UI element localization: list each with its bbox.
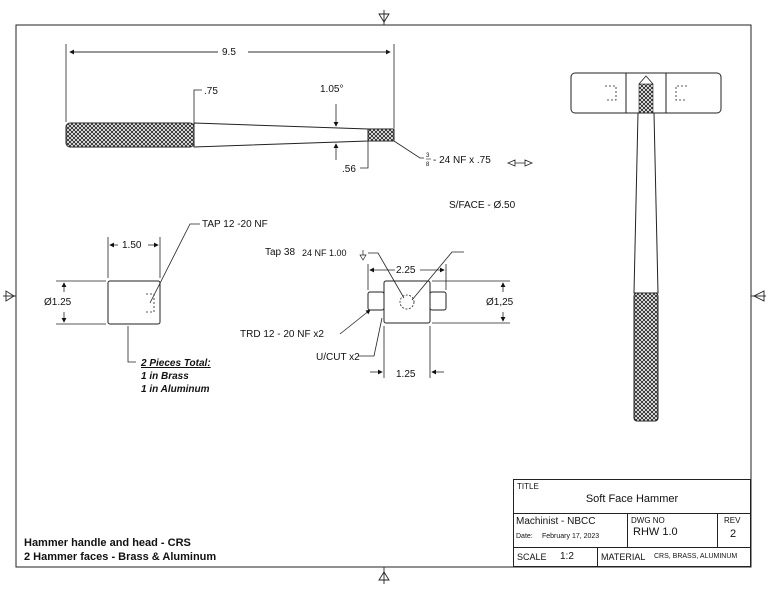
scale: 1:2	[560, 551, 574, 562]
handle-knurl-dim: .75	[204, 86, 218, 97]
note-line1: Hammer handle and head - CRS	[24, 537, 191, 549]
head-width-dim: 1.25	[396, 369, 416, 380]
general-notes: Hammer handle and head - CRS 2 Hammer fa…	[24, 536, 216, 564]
handle-tip-dim: .56	[342, 164, 356, 175]
thread-frac-den: 8	[426, 162, 430, 168]
date: February 17, 2023	[542, 533, 600, 540]
face-body	[107, 280, 161, 325]
handle-length-dim: 9.5	[222, 47, 236, 58]
assembly-knurl	[633, 292, 659, 422]
handle-thread-callout: - 24 NF x .75	[433, 155, 491, 166]
head-undercut-note: U/CUT x2	[316, 352, 360, 363]
rev: 2	[730, 528, 737, 540]
pieces-line2: 1 in Aluminum	[141, 384, 210, 395]
assembly-view	[570, 72, 722, 422]
thread-frac-num: 3	[426, 153, 430, 159]
projection-symbol	[506, 159, 534, 167]
head-stub-right	[429, 291, 447, 311]
note-line2: 2 Hammer faces - Brass & Aluminum	[24, 551, 217, 563]
face-view: TAP 12 -20 NF 1.50 Ø1.25 2 Pieces Total:…	[44, 219, 268, 395]
title-label: TITLE	[517, 482, 539, 491]
scale-label: SCALE	[517, 552, 547, 562]
handle-view: 9.5 .75 1.05° .56 3 8 - 24 NF x .75 S/FA…	[65, 44, 534, 211]
material-label: MATERIAL	[601, 552, 646, 562]
dwg-no-cell: DWG NO RHW 1.0	[628, 514, 718, 548]
dwg-no: RHW 1.0	[633, 526, 678, 538]
material-cell: MATERIAL CRS, BRASS, ALUMINUM	[598, 548, 750, 566]
centering-marks	[3, 10, 766, 584]
assembly-handle	[633, 112, 659, 294]
head-stub-left	[367, 291, 385, 311]
handle-taper	[193, 122, 369, 148]
head-thread-note: TRD 12 - 20 NF x2	[240, 329, 324, 340]
title-cell: TITLE Soft Face Hammer	[514, 480, 750, 514]
head-dia-dim: Ø1,25	[486, 297, 514, 308]
handle-thread	[367, 128, 395, 142]
title-text: Soft Face Hammer	[585, 493, 679, 505]
machinist: Machinist - NBCC	[516, 516, 596, 527]
head-length-dim: 2.25	[396, 265, 416, 276]
rev-cell: REV 2	[718, 514, 750, 548]
pieces-line1: 1 in Brass	[141, 371, 189, 382]
machinist-cell: Machinist - NBCC Date: February 17, 2023	[514, 514, 628, 548]
rev-label: REV	[724, 516, 741, 525]
face-note: S/FACE - Ø.50	[449, 200, 516, 211]
dwg-no-label: DWG NO	[631, 516, 665, 525]
head-tap-hole	[399, 294, 415, 310]
face-dia-dim: Ø1.25	[44, 297, 72, 308]
head-view: Tap 38 24 NF 1.00 2.25 Ø1,25 TRD 12 - 20…	[240, 247, 514, 380]
pieces-title: 2 Pieces Total:	[140, 358, 211, 369]
head-tap-note: Tap 38	[265, 247, 295, 258]
head-body	[383, 280, 431, 324]
date-label: Date:	[516, 533, 533, 540]
face-tap-note: TAP 12 -20 NF	[202, 219, 268, 230]
handle-knurl	[65, 122, 195, 148]
title-block: TITLE Soft Face Hammer Machinist - NBCC …	[513, 479, 751, 567]
material: CRS, BRASS, ALUMINUM	[654, 553, 738, 560]
face-length-dim: 1.50	[122, 240, 142, 251]
head-tap-note2: 24 NF 1.00	[302, 248, 347, 258]
scale-cell: SCALE 1:2	[514, 548, 598, 566]
handle-taper-angle: 1.05°	[320, 84, 343, 95]
